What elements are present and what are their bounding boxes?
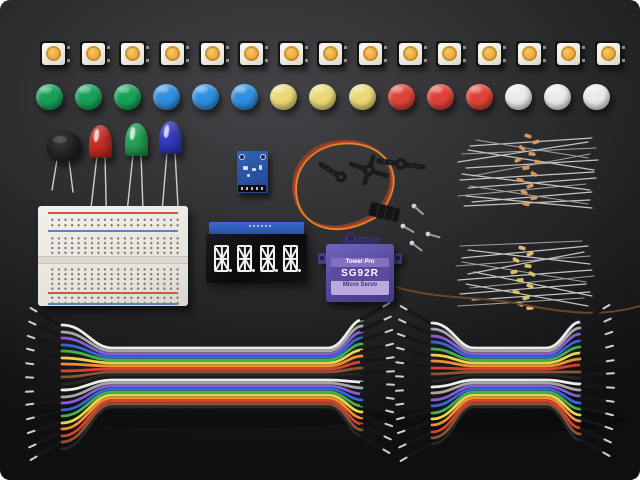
- tactile-button: [476, 41, 507, 67]
- smd-component: [243, 166, 248, 170]
- pin-fan-right: [359, 301, 396, 455]
- button-cap-red: [387, 84, 415, 110]
- tactile-button-row: [40, 41, 625, 69]
- alphanumeric-display: [206, 222, 307, 283]
- tactile-button: [317, 41, 348, 67]
- button-cap-blue: [153, 84, 181, 110]
- tactile-button: [119, 41, 150, 67]
- button-cap-blue: [231, 84, 259, 110]
- button-plunger: [46, 46, 61, 61]
- pin-header: [238, 185, 266, 192]
- resistor-bundle-bottom: [455, 240, 595, 311]
- led-highlight: [129, 126, 136, 141]
- button-cap-red: [426, 84, 454, 110]
- led-legs: [87, 151, 181, 244]
- servo-cable: [292, 139, 401, 231]
- tactile-button: [198, 41, 229, 67]
- tactile-button: [277, 41, 308, 67]
- servo-horn-double: [376, 158, 426, 170]
- servo-brand-text: Tower Pro: [331, 258, 389, 267]
- power-rail-negative: [48, 230, 178, 232]
- smd-component: [259, 165, 262, 170]
- button-cap-white: [504, 84, 532, 110]
- button-cap-white: [543, 84, 571, 110]
- led-blue: [159, 121, 182, 154]
- smd-component: [247, 174, 250, 177]
- servo-output-shaft: [346, 233, 355, 242]
- led-red: [89, 125, 112, 158]
- terminal-holes-bottom: [47, 266, 179, 290]
- power-rail-positive: [48, 292, 178, 294]
- tactile-button: [40, 41, 70, 67]
- power-rail-positive: [48, 212, 178, 214]
- servo-horn-single: [318, 161, 347, 183]
- rail-holes: [47, 216, 179, 227]
- display-digit: [260, 245, 278, 272]
- ribbon-lower: [60, 378, 364, 451]
- sensor-breakout-board: [237, 151, 268, 193]
- display-body: [206, 234, 307, 283]
- smd-component: [252, 168, 256, 171]
- tactile-button: [396, 41, 427, 67]
- tactile-button: [436, 41, 467, 67]
- button-cap-blue: [192, 84, 220, 110]
- servo-body: Tower Pro SG92R Micro Servo: [326, 244, 394, 302]
- button-cap-green: [75, 84, 103, 110]
- button-cap-white: [582, 84, 610, 110]
- display-digit: [237, 245, 255, 272]
- micro-servo: Tower Pro SG92R Micro Servo: [318, 233, 408, 306]
- pin-fan-right: [579, 303, 616, 458]
- mounting-hole: [260, 154, 266, 160]
- center-channel: [38, 256, 188, 264]
- piezo-buzzer: [46, 131, 82, 162]
- jumper-bundle-left: [24, 301, 396, 462]
- servo-gear-housing: [342, 237, 380, 247]
- tactile-button: [158, 41, 189, 67]
- ribbon-upper: [430, 320, 582, 383]
- tactile-button: [555, 41, 586, 67]
- tactile-button: [594, 41, 625, 67]
- tactile-button: [515, 41, 546, 67]
- servo-label: Tower Pro SG92R Micro Servo: [331, 258, 389, 295]
- button-cap-green: [36, 84, 63, 110]
- jumper-bundle-right: [385, 303, 625, 463]
- button-cap-yellow: [309, 84, 337, 110]
- pin-fan-left: [394, 304, 431, 463]
- rail-holes: [47, 294, 179, 305]
- ribbon-lower: [430, 378, 582, 446]
- servo-horn-cross: [348, 154, 390, 186]
- tactile-button: [79, 41, 110, 67]
- piezo-buzzer-legs: [51, 159, 74, 193]
- resistor-bundle-top: [457, 133, 599, 209]
- tactile-button: [357, 41, 388, 67]
- display-digit: [283, 245, 301, 272]
- button-cap-yellow: [270, 84, 298, 110]
- button-cap-red: [465, 84, 493, 110]
- terminal-holes-top: [47, 235, 179, 259]
- button-cap-green: [114, 84, 142, 110]
- ribbon-upper: [60, 318, 364, 386]
- breadboard: [38, 206, 188, 306]
- servo-output-wire: [395, 286, 640, 314]
- power-rail-negative: [48, 303, 178, 305]
- led-green: [125, 123, 148, 156]
- tactile-button: [238, 41, 269, 67]
- mounting-hole: [239, 154, 245, 160]
- servo-model-text: SG92R: [331, 267, 389, 281]
- servo-type-text: Micro Servo: [342, 282, 378, 288]
- led-highlight: [93, 128, 100, 143]
- servo-cable-connector: [368, 202, 401, 223]
- button-cap-yellow: [348, 84, 376, 110]
- button-cap-row: [36, 84, 610, 111]
- led-highlight: [163, 124, 170, 139]
- pin-fan-left: [24, 306, 61, 462]
- display-digit: [214, 245, 232, 272]
